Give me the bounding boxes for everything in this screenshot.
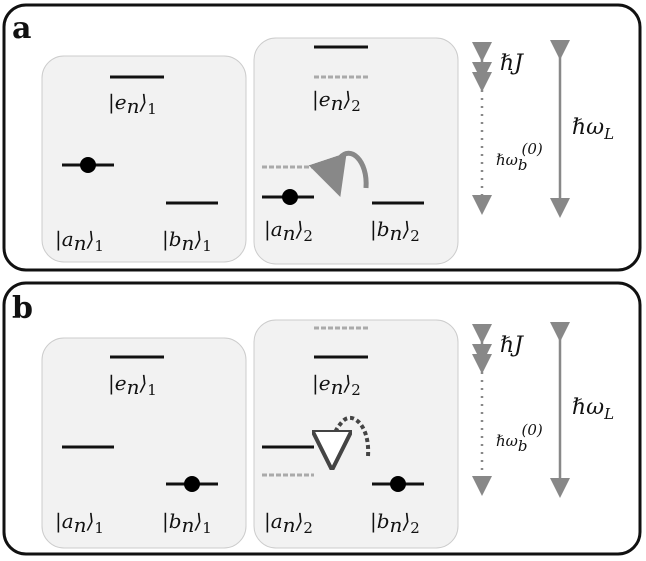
panel-b-omegab-label: ℏωb(0) — [496, 421, 543, 455]
panel-a-hop-arrow — [308, 150, 369, 197]
panel-a-e2-label: |en⟩2 — [312, 87, 361, 115]
panel-a-e1-label: |en⟩1 — [108, 90, 157, 118]
panel-a-a1-atom — [80, 157, 96, 173]
panel-b-hop-arrow — [332, 415, 371, 456]
panel-b-b2-label: |bn⟩2 — [370, 509, 420, 537]
panel-b-b1-atom — [184, 476, 200, 492]
panel-b: b |en⟩1 |an⟩1 |bn⟩1 |en⟩2 |an⟩2 — [2, 281, 642, 556]
panel-b-a2-label: |an⟩2 — [264, 509, 313, 537]
panel-a: a |en⟩1 |an⟩1 |bn⟩1 |en⟩2 |an⟩2 — [2, 3, 642, 272]
panel-a-site1-box — [41, 55, 247, 263]
panel-b-b1-label: |bn⟩1 — [162, 509, 212, 537]
panel-a-b1-label: |bn⟩1 — [162, 227, 212, 255]
panel-b-omegaL-label: ℏωL — [572, 395, 614, 423]
panel-b-hbarJ-label: ℏJ — [500, 333, 524, 358]
panel-a-omegaL-label: ℏωL — [572, 115, 614, 143]
panel-a-omegab-label: ℏωb(0) — [496, 140, 543, 174]
panel-a-b2-label: |bn⟩2 — [370, 217, 420, 245]
panel-b-site1-box — [41, 337, 247, 549]
panel-a-a2-label: |an⟩2 — [264, 217, 313, 245]
panel-b-e1-label: |en⟩1 — [108, 371, 157, 399]
panel-b-a1-label: |an⟩1 — [55, 509, 104, 537]
panel-a-a1-label: |an⟩1 — [55, 227, 104, 255]
panel-a-letter: a — [12, 11, 31, 46]
panel-b-site2-box — [253, 319, 459, 549]
panel-a-a2-atom — [282, 189, 298, 205]
panel-b-b2-atom — [390, 476, 406, 492]
panel-a-site2-box — [253, 37, 459, 265]
panel-b-letter: b — [12, 291, 33, 326]
panel-b-e2-label: |en⟩2 — [312, 371, 361, 399]
panel-a-hbarJ-label: ℏJ — [500, 51, 524, 76]
